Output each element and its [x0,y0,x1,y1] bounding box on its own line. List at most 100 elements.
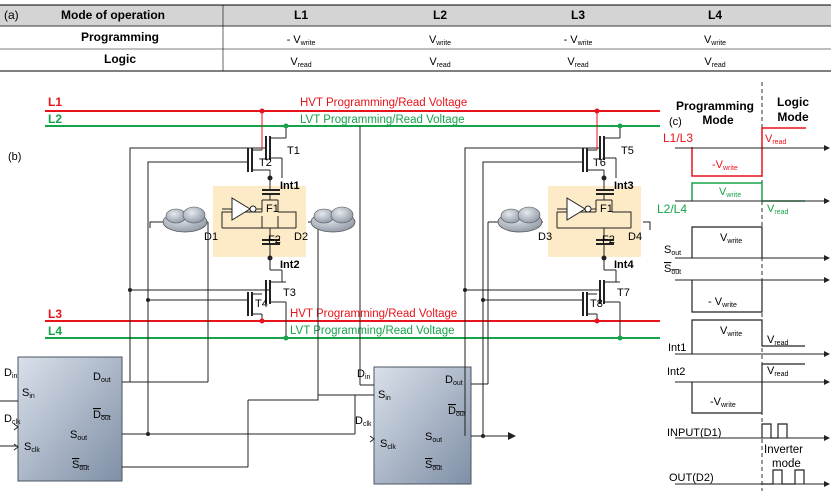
int1-vread: Vread [767,334,788,347]
circuit-diagram: (b) L1 L2 L3 L4 HVT Programming/Read Vol… [0,95,660,485]
inverter-mode-line1: Inverter [764,444,803,456]
wave-sout-bar [691,280,763,313]
cell-logic-l3: Vread [567,56,588,69]
node-dot [601,255,607,261]
ff1-dout-bar: Dout [93,409,111,422]
l1l3-neg-vwrite: -Vwrite [712,159,738,172]
table-header-bg [0,5,831,26]
ff2-dclk: Dclk [355,415,372,428]
node-dot [617,335,623,341]
line-l2-label: LVT Programming/Read Voltage [300,114,465,126]
memory-cell-left-bg [213,186,306,257]
label-f1-left: F1 [266,203,279,215]
signal-int1: Int1 [668,342,686,354]
flipflop-right-wires [318,126,508,443]
ff1-sclk: Sclk [24,441,40,454]
signal-sout: Sout [664,244,681,257]
line-l4-label: LVT Programming/Read Voltage [290,325,455,337]
cloud-icon [497,206,543,233]
ff2-dout: Dout [445,374,463,387]
sout-vwrite: Vwrite [720,232,742,245]
ff2-sout: Sout [425,431,442,444]
ff2-sin: Sin [378,389,391,402]
signal-l1l3: L1/L3 [663,131,693,145]
label-f1-right: F1 [600,203,613,215]
arrow-head-icon [508,432,516,440]
node-dot [267,255,273,261]
l2l4-vwrite: Vwrite [719,186,741,199]
wave-output [762,469,805,485]
label-int3: Int3 [614,180,634,192]
mode-table: (a) Mode of operation L1 L2 L3 L4 Progra… [0,4,831,72]
wave-l2l4 [691,182,805,202]
node-dot [146,432,150,436]
node-dot [617,123,623,129]
wave-input [761,423,788,439]
ff1-sout: Sout [70,429,87,442]
ff2-din: Din [357,368,371,381]
label-d4: D4 [628,231,642,243]
label-int2: Int2 [280,259,300,271]
cell-prog-l2: Vwrite [429,34,451,47]
memory-cell-right-bg [548,186,641,257]
signal-output: OUT(D2) [669,472,714,484]
ff1-sin: Sin [22,387,35,400]
node-dot [283,335,289,341]
logic-mode-line1: Logic [777,95,809,109]
inverter-mode-line2: mode [772,458,801,470]
programming-mode-line2: Mode [702,113,734,127]
sout-bar-neg-vwrite: - Vwrite [708,296,737,309]
l2l4-vread: Vread [767,203,788,216]
wave-int2 [691,363,805,414]
signal-int2: Int2 [667,366,685,378]
cell-prog-l3: - Vwrite [564,34,593,47]
line-l2-name: L2 [48,112,62,126]
left-cell [129,111,319,401]
label-int1: Int1 [280,180,300,192]
arrow-head-icon [824,481,830,487]
arrow-head-icon [824,351,830,357]
label-f2-left: F2 [268,234,281,246]
signal-input: INPUT(D1) [667,427,721,439]
cloud-icon [310,206,356,233]
header-l1: L1 [294,8,308,22]
node-dot [267,175,273,181]
wave-sout [691,226,763,258]
ff2-dout-bar: Dout [448,405,466,418]
label-t3: T3 [283,287,296,299]
header-mode: Mode of operation [61,8,165,22]
header-l3: L3 [571,8,585,22]
label-int4: Int4 [614,259,634,271]
label-t8: T8 [590,298,603,310]
header-l2: L2 [433,8,447,22]
label-d2: D2 [294,231,308,243]
ff1-dclk: Dclk [4,413,21,426]
arrow-head-icon [824,435,830,441]
wave-l1l3 [691,127,806,177]
cell-prog-l4: Vwrite [704,34,726,47]
node-dot [259,108,265,114]
label-t1: T1 [287,145,300,157]
node-dot [594,318,600,324]
line-l3-name: L3 [48,307,62,321]
label-t5: T5 [621,145,634,157]
ff1-dout: Dout [93,371,111,384]
cell-prog-l1: - Vwrite [287,34,316,47]
arrow-head-icon [824,255,830,261]
node-dot [594,108,600,114]
flipflop-right [373,366,472,485]
line-l1-name: L1 [48,95,62,109]
ff1-din: Din [4,367,18,380]
node-dot [259,318,265,324]
programming-mode-line1: Programming [676,99,754,113]
arrow-head-icon [824,198,830,204]
label-t4: T4 [255,298,268,310]
label-d3: D3 [538,231,552,243]
signal-l2l4: L2/L4 [657,202,687,216]
int1-vwrite: Vwrite [720,325,742,338]
cell-logic-l1: Vread [290,56,311,69]
node-dot [481,434,485,438]
logic-mode-line2: Mode [777,110,809,124]
node-dot [601,175,607,181]
label-t2: T2 [259,157,272,169]
